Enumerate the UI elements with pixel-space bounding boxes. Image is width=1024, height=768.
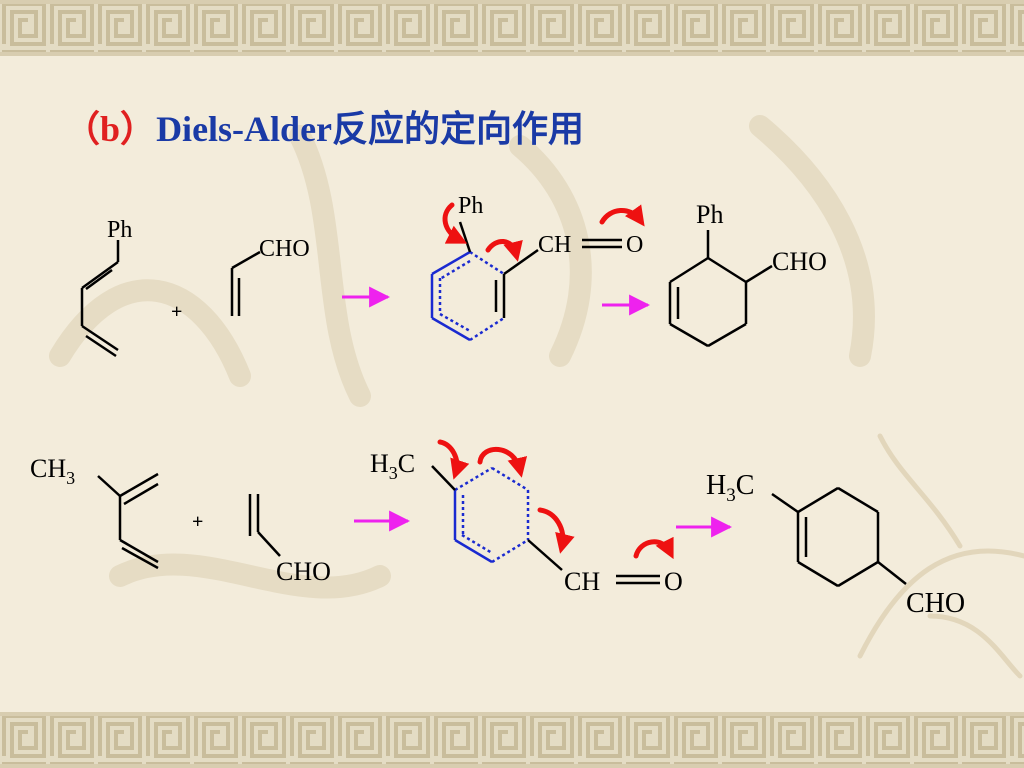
r2-product-h3c-label: H3C <box>706 470 754 506</box>
reaction1: Ph + CHO Ph CH O <box>80 193 827 358</box>
r2-dienophile-cho-label: CHO <box>276 557 331 586</box>
slide-title: （b）Diels-Alder反应的定向作用 <box>64 104 584 154</box>
title-paren-open: （ <box>64 109 101 149</box>
r2-curly-arrow-2 <box>477 446 528 478</box>
r1-product-ph-label: Ph <box>696 200 723 229</box>
r1-diene-ph-label: Ph <box>107 217 132 243</box>
title-text: Diels-Alder反应的定向作用 <box>156 109 585 149</box>
r1-electron-arrows <box>442 202 645 262</box>
r1-curly-arrow-1 <box>442 202 468 244</box>
r1-product-cho-label: CHO <box>772 247 827 276</box>
r2-electron-arrows <box>437 439 674 560</box>
r1-ts-ph-label: Ph <box>458 193 483 219</box>
r1-dienophile-cho-label: CHO <box>259 236 310 262</box>
r2-curly-arrow-4 <box>633 536 674 560</box>
r2-curly-arrow-1 <box>437 439 470 480</box>
r2-diene-ch3-label: CH3 <box>30 454 75 488</box>
r2-plus-sign: + <box>192 511 203 533</box>
r2-diene <box>97 472 159 570</box>
r2-curly-arrow-3 <box>537 507 575 554</box>
reaction2: CH3 + CHO H3C CH O <box>30 439 965 619</box>
r2-transition-state <box>431 465 660 585</box>
title-section-letter: b <box>100 109 121 149</box>
r2-dienophile <box>248 494 281 557</box>
r2-ts-o-label: O <box>664 567 683 596</box>
title-paren-close: ） <box>120 109 157 149</box>
r1-ts-ch-label: CH <box>538 232 571 258</box>
r1-dienophile <box>230 250 261 316</box>
r2-product-cho-label: CHO <box>906 588 965 619</box>
r1-plus-sign: + <box>171 301 182 323</box>
r2-ts-h3c-label: H3C <box>370 449 415 483</box>
r2-ts-ch-label: CH <box>564 567 600 596</box>
r1-product <box>668 230 773 348</box>
r1-ts-o-label: O <box>626 232 643 258</box>
top-decorative-band <box>0 0 1024 56</box>
r1-curly-arrow-2 <box>485 239 523 262</box>
r2-product <box>771 486 907 588</box>
bottom-decorative-band <box>0 712 1024 768</box>
r1-transition-state <box>430 221 622 342</box>
background-watermark <box>49 115 1024 679</box>
r1-diene <box>80 240 120 358</box>
r1-curly-arrow-3 <box>599 204 645 227</box>
